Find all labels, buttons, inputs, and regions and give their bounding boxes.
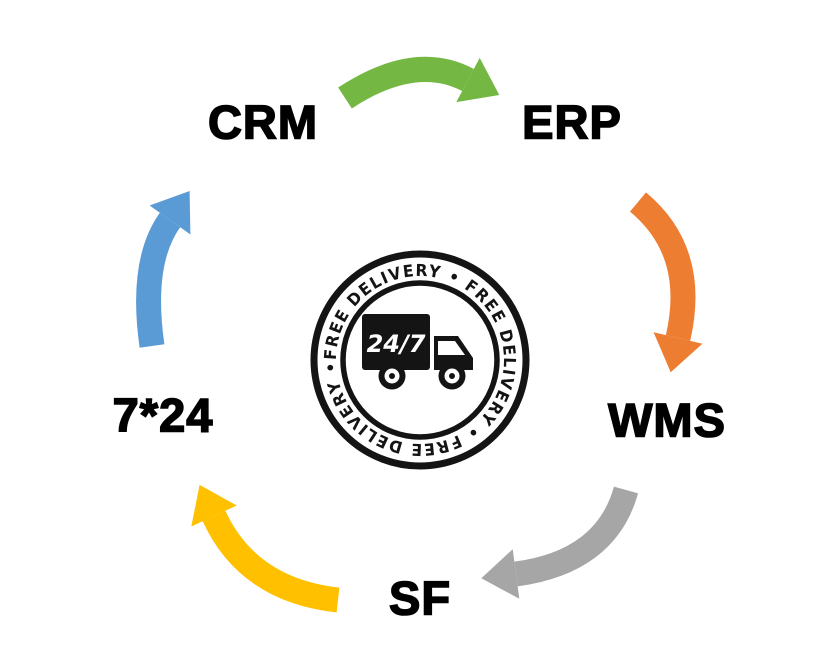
node-label-wms: WMS <box>607 393 726 448</box>
arrow-724-to-crm-head <box>149 191 191 235</box>
truck-247-text: 24/7 <box>367 330 426 358</box>
delivery-truck-icon: 24/7 <box>362 314 473 390</box>
arrow-wms-to-sf <box>481 486 639 599</box>
arrow-erp-to-wms <box>629 192 703 373</box>
node-label-erp: ERP <box>521 95 622 150</box>
arrow-erp-to-wms-head <box>653 332 703 373</box>
arrow-724-to-crm <box>136 191 191 348</box>
arrow-crm-to-erp-shaft <box>338 57 474 109</box>
node-label-crm: CRM <box>207 95 319 150</box>
truck-rear-wheel <box>378 362 406 390</box>
arrow-crm-to-erp-head <box>456 57 500 103</box>
arrow-sf-to-724 <box>191 484 340 613</box>
truck-window <box>438 341 465 355</box>
arrow-724-to-crm-shaft <box>136 212 181 348</box>
arrow-erp-to-wms-shaft <box>629 192 696 341</box>
free-delivery-badge: FREE DELIVERY • FREE DELIVERY • FREE DEL… <box>310 250 530 470</box>
truck-cargo-box <box>362 314 430 370</box>
arrow-sf-to-724-shaft <box>202 510 340 613</box>
arrow-wms-to-sf-shaft <box>514 486 639 587</box>
arrow-crm-to-erp <box>338 57 500 109</box>
arrow-sf-to-724-head <box>191 484 237 527</box>
truck-front-wheel <box>438 362 466 390</box>
node-label-724: 7*24 <box>112 388 214 443</box>
arrow-wms-to-sf-head <box>481 549 520 599</box>
node-label-sf: SF <box>388 571 452 626</box>
